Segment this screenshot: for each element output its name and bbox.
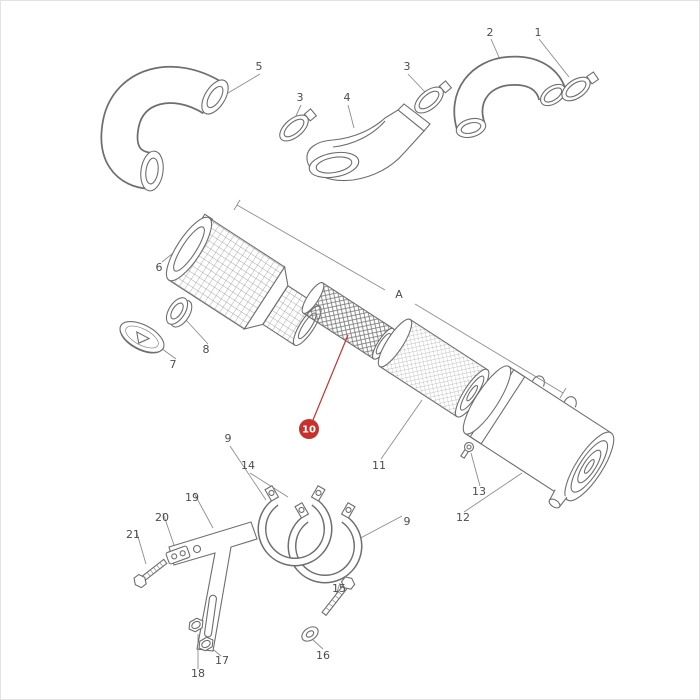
part-band-clamp-14-front [257,484,333,567]
part-filter-element-11 [377,318,490,418]
part-grommet-8 [165,297,193,328]
part-bolt-15 [321,576,356,617]
callout-18[interactable]: 18 [191,667,205,680]
callout-21[interactable]: 21 [126,528,140,541]
part-clamp-1 [561,71,600,102]
callout-20[interactable]: 20 [155,511,169,524]
callout-8[interactable]: 8 [203,343,210,356]
callout-ref-a: A [395,288,403,301]
leader-11 [380,399,423,460]
callout-12[interactable]: 12 [456,511,470,524]
callout-15[interactable]: 15 [332,582,346,595]
callout-4[interactable]: 4 [344,91,351,104]
callout-13[interactable]: 13 [472,485,486,498]
dimension-line-a [233,199,567,399]
part-hose-5 [100,65,229,192]
callout-9-left[interactable]: 9 [225,432,232,445]
part-clamp-3-right [414,80,453,114]
leader-12 [463,472,523,513]
callout-9-right[interactable]: 9 [404,515,411,528]
part-bolt-21 [133,558,168,589]
callout-7[interactable]: 7 [170,358,177,371]
callout-3-left[interactable]: 3 [297,91,304,104]
housing-outlet-stub [548,489,568,509]
part-air-cleaner-housing-12 [462,365,615,509]
leader-14 [249,472,289,498]
callout-10-circle[interactable] [299,419,319,439]
leader-3-right [407,73,426,93]
callout-1[interactable]: 1 [535,26,542,39]
part-nut-17 [198,636,214,652]
part-nut-18 [188,617,204,633]
callout-5[interactable]: 5 [256,60,263,73]
leader-13 [470,452,481,487]
leader-9a [229,445,267,501]
callout-16[interactable]: 16 [316,649,330,662]
callout-19[interactable]: 19 [185,491,199,504]
callout-labels: 1 2 3 4 3 5 6 7 8 A 9 9 11 12 13 14 15 1… [126,26,542,680]
part-washer-16 [301,626,319,642]
callout-17[interactable]: 17 [215,654,229,667]
leader-4 [347,104,355,129]
callout-10[interactable]: 10 [299,334,349,439]
leader-21 [135,529,147,565]
leader-16 [312,639,324,650]
part-bracket-19 [168,521,258,652]
part-dust-valve-7 [119,320,165,354]
leader-19 [193,492,214,529]
callout-11[interactable]: 11 [372,459,386,472]
part-plate-20 [165,545,191,565]
callout-2[interactable]: 2 [487,26,494,39]
leader-1 [538,38,570,78]
part-elbow-duct-4 [306,103,431,182]
part-hose-2 [453,55,568,139]
leader-lines [135,38,570,669]
leader-5 [227,73,261,94]
part-clamp-3-left [279,108,318,142]
leader-20 [162,512,176,549]
part-air-cleaner-inner-body [165,216,322,347]
part-safety-element-10 [301,282,395,360]
callout-14[interactable]: 14 [241,459,255,472]
callout-6[interactable]: 6 [156,261,163,274]
part-band-clamp-14-rear [287,501,363,584]
callout-10-leader [312,334,349,421]
callout-10-label[interactable]: 10 [302,425,316,436]
leader-8 [185,319,209,345]
part-wing-bolt-13 [460,441,475,459]
callout-3-right[interactable]: 3 [404,60,411,73]
